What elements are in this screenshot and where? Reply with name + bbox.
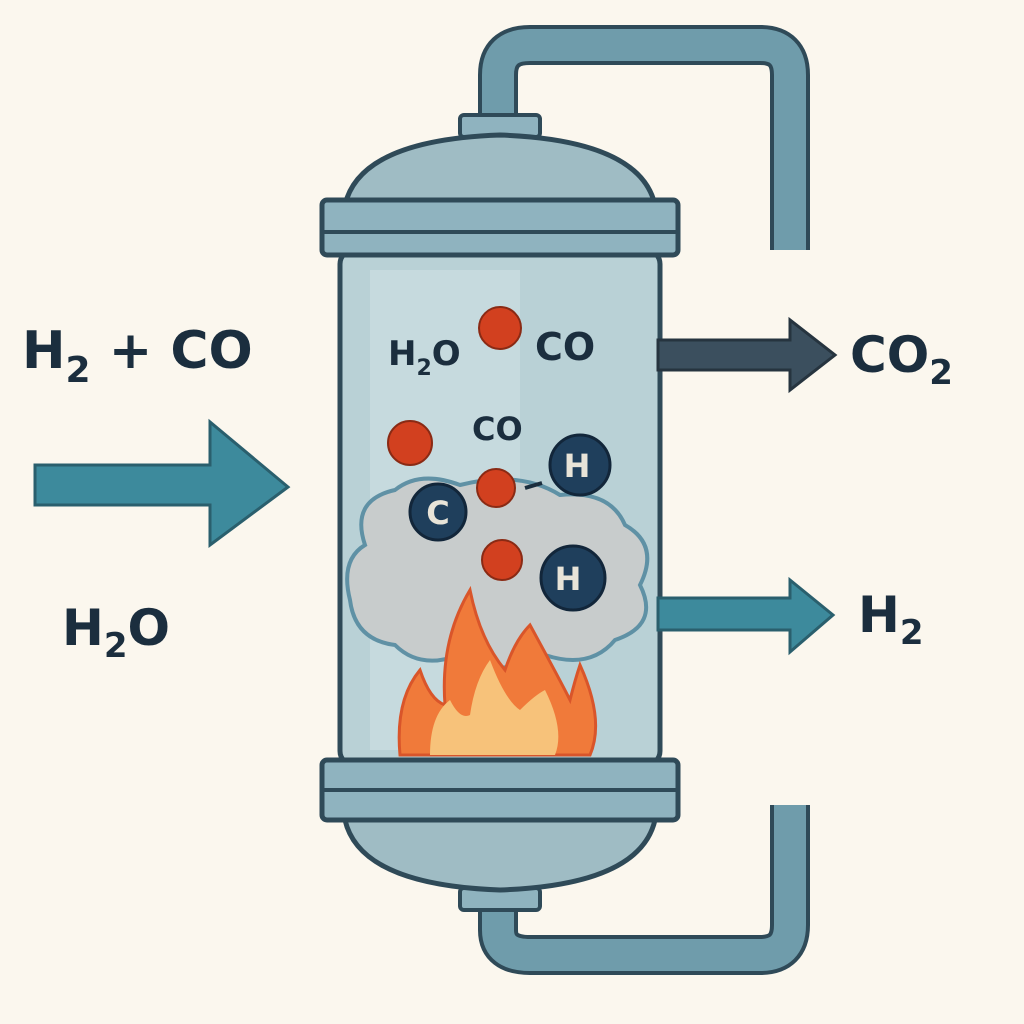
reactor-label-water: H2O (388, 334, 461, 381)
oxygen-atoms (387, 306, 523, 581)
steam-label: H2O (62, 599, 170, 666)
oxygen-atom (387, 420, 433, 466)
bottom-return-pipe (458, 805, 810, 975)
svg-text:H: H (564, 447, 591, 485)
reactor-label-co-middle: CO (472, 410, 523, 448)
svg-text:C: C (426, 494, 449, 532)
reactor-label-co-top: CO (535, 325, 595, 369)
svg-text:H: H (555, 560, 582, 598)
oxygen-atom (481, 539, 523, 581)
h2-outlet-arrow (656, 576, 836, 656)
h2-output-label: H2 (858, 586, 924, 653)
hydrogen-atom-1: H (548, 433, 612, 497)
co2-outlet-arrow (656, 316, 838, 394)
feed-gas-label: H2 + CO (22, 321, 253, 391)
oxygen-atom (476, 468, 516, 508)
inlet-arrow (33, 418, 291, 548)
bond (524, 481, 543, 490)
carbon-atom: C (408, 482, 468, 542)
flame-icon (397, 585, 598, 757)
co2-output-label: CO2 (850, 326, 953, 393)
hydrogen-atom-2: H (539, 544, 607, 612)
top-return-pipe (458, 25, 810, 250)
oxygen-atom (478, 306, 522, 350)
